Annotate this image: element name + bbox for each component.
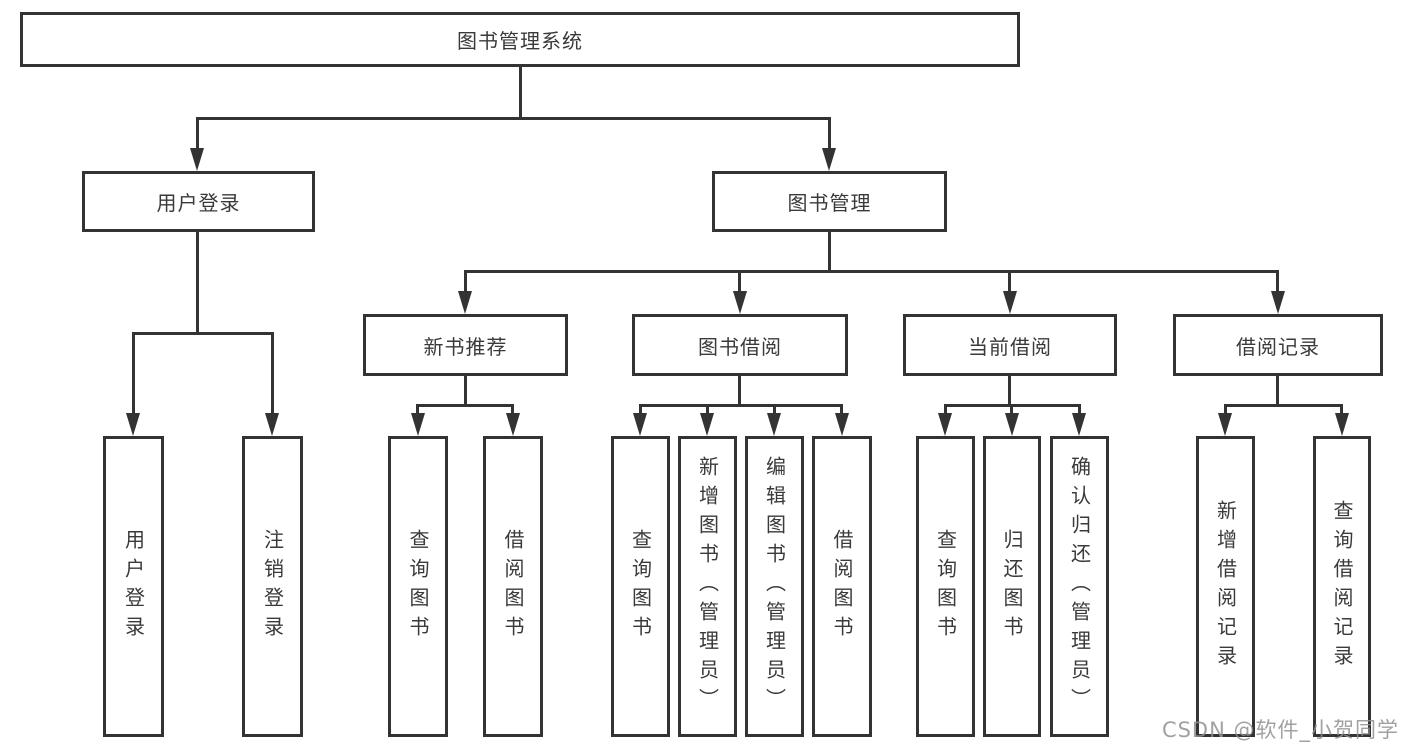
connector-line bbox=[944, 404, 947, 416]
connector-line bbox=[1010, 404, 1013, 416]
connector-line bbox=[416, 404, 419, 416]
node-label: 新增图书（管理员） bbox=[695, 456, 720, 717]
arrow-down-icon bbox=[1003, 291, 1017, 314]
connector-line bbox=[738, 270, 741, 293]
node-label: 确认归还（管理员） bbox=[1067, 456, 1092, 717]
node-label: 新增借阅记录 bbox=[1213, 499, 1238, 674]
arrow-down-icon bbox=[733, 291, 747, 314]
node-cb-return-books: 归还图书 bbox=[983, 436, 1041, 737]
arrow-down-icon bbox=[190, 148, 204, 171]
connector-line bbox=[511, 404, 514, 416]
node-leaf-logout-login: 注销登录 bbox=[242, 436, 303, 737]
node-br-add-record: 新增借阅记录 bbox=[1196, 436, 1255, 737]
node-label: 图书管理 bbox=[787, 191, 872, 215]
node-book-borrow: 图书借阅 bbox=[632, 314, 848, 376]
connector-line bbox=[738, 375, 741, 407]
connector-line bbox=[1008, 270, 1011, 293]
arrow-down-icon bbox=[633, 413, 647, 436]
connector-line bbox=[519, 66, 522, 120]
node-label: 用户登录 bbox=[156, 191, 241, 215]
connector-line bbox=[416, 404, 514, 407]
node-cb-confirm-return-admin: 确认归还（管理员） bbox=[1050, 436, 1109, 737]
connector-line bbox=[196, 231, 199, 335]
node-borrow-records: 借阅记录 bbox=[1173, 314, 1383, 376]
node-label: 查询图书 bbox=[628, 528, 653, 645]
node-label: 查询图书 bbox=[406, 528, 430, 645]
connector-line bbox=[1224, 404, 1343, 407]
connector-line bbox=[706, 404, 709, 416]
node-label: 注销登录 bbox=[260, 528, 285, 645]
connector-line bbox=[639, 404, 642, 416]
connector-line bbox=[132, 332, 274, 335]
node-label: 查询借阅记录 bbox=[1330, 499, 1354, 674]
node-bb-borrow-books: 借阅图书 bbox=[812, 436, 872, 737]
node-label: 归还图书 bbox=[1000, 528, 1024, 645]
node-library-management-system: 图书管理系统 bbox=[20, 12, 1020, 67]
connector-line bbox=[1340, 404, 1343, 416]
node-label: 图书借阅 bbox=[698, 334, 782, 359]
node-user-login: 用户登录 bbox=[82, 171, 315, 232]
connector-line bbox=[1276, 375, 1279, 407]
arrow-down-icon bbox=[126, 413, 140, 436]
connector-line bbox=[196, 117, 831, 120]
arrow-down-icon bbox=[265, 413, 279, 436]
connector-line bbox=[828, 117, 831, 150]
arrow-down-icon bbox=[458, 291, 472, 314]
node-label: 借阅图书 bbox=[830, 528, 854, 645]
node-label: 图书管理系统 bbox=[457, 29, 583, 53]
arrow-down-icon bbox=[1072, 413, 1086, 436]
node-label: 借阅记录 bbox=[1236, 334, 1320, 359]
node-new-book-recommend: 新书推荐 bbox=[363, 314, 568, 376]
node-label: 新书推荐 bbox=[423, 334, 508, 359]
arrow-down-icon bbox=[1335, 413, 1349, 436]
connector-line bbox=[1224, 404, 1227, 416]
arrow-down-icon bbox=[700, 413, 714, 436]
arrow-down-icon bbox=[1005, 413, 1019, 436]
node-bb-edit-books-admin: 编辑图书（管理员） bbox=[745, 436, 804, 737]
connector-line bbox=[196, 117, 199, 150]
node-label: 用户登录 bbox=[121, 528, 146, 645]
arrow-down-icon bbox=[1218, 413, 1232, 436]
node-label: 当前借阅 bbox=[968, 334, 1052, 359]
node-book-management: 图书管理 bbox=[712, 171, 947, 232]
connector-line bbox=[464, 270, 1279, 273]
connector-line bbox=[1276, 270, 1279, 293]
node-br-query-record: 查询借阅记录 bbox=[1313, 436, 1371, 737]
connector-line bbox=[1008, 375, 1011, 407]
node-label: 借阅图书 bbox=[501, 528, 525, 645]
node-bb-add-books-admin: 新增图书（管理员） bbox=[678, 436, 737, 737]
arrow-down-icon bbox=[767, 413, 781, 436]
connector-line bbox=[132, 332, 135, 414]
connector-line bbox=[1078, 404, 1081, 416]
node-cb-query-books: 查询图书 bbox=[916, 436, 975, 737]
arrow-down-icon bbox=[1271, 291, 1285, 314]
connector-line bbox=[840, 404, 843, 416]
arrow-down-icon bbox=[938, 413, 952, 436]
connector-line bbox=[271, 332, 274, 414]
node-nb-query-books: 查询图书 bbox=[388, 436, 448, 737]
arrow-down-icon bbox=[411, 413, 425, 436]
connector-line bbox=[464, 375, 467, 407]
connector-line bbox=[464, 270, 467, 293]
node-current-borrow: 当前借阅 bbox=[903, 314, 1117, 376]
node-label: 查询图书 bbox=[933, 528, 958, 645]
csdn-watermark: CSDN @软件_小贺同学 bbox=[1161, 718, 1399, 742]
connector-line bbox=[773, 404, 776, 416]
node-label: 编辑图书（管理员） bbox=[762, 456, 787, 717]
node-nb-borrow-books: 借阅图书 bbox=[483, 436, 543, 737]
node-leaf-user-login: 用户登录 bbox=[103, 436, 164, 737]
arrow-down-icon bbox=[822, 148, 836, 171]
connector-line bbox=[639, 404, 843, 407]
arrow-down-icon bbox=[835, 413, 849, 436]
connector-line bbox=[828, 231, 831, 273]
arrow-down-icon bbox=[506, 413, 520, 436]
node-bb-query-books: 查询图书 bbox=[611, 436, 670, 737]
